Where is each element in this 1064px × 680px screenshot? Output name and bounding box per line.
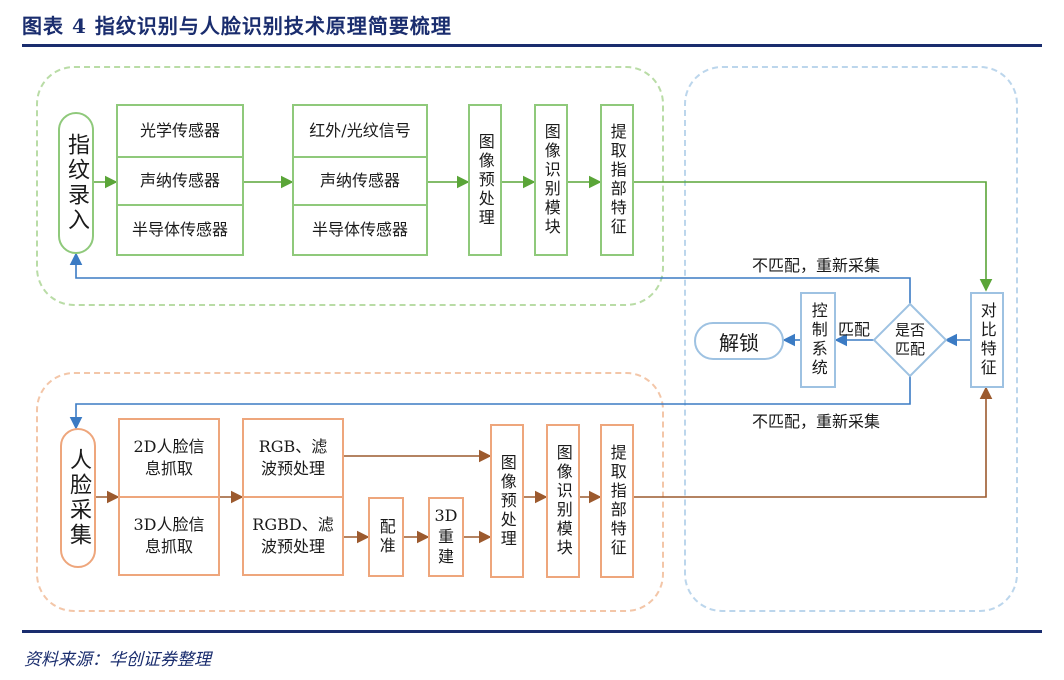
control-system: 控制系统 — [800, 292, 836, 388]
face-recognition: 图像识别模块 — [546, 424, 580, 578]
signal-sonar: 声纳传感器 — [294, 156, 426, 206]
fingerprint-input: 指纹录入 — [58, 112, 94, 254]
sensor-group: 光学传感器 声纳传感器 半导体传感器 — [116, 104, 244, 256]
face-rebuild: 3D重建 — [428, 497, 464, 577]
signal-semiconductor: 半导体传感器 — [311, 220, 408, 240]
mismatch-retry-bottom: 不匹配，重新采集 — [752, 412, 881, 431]
sensor-semiconductor: 半导体传感器 — [131, 220, 228, 240]
footer-rule — [22, 630, 1042, 633]
face-preprocess: 图像预处理 — [490, 424, 524, 578]
retry-fingerprint-line — [69, 252, 911, 306]
source-note: 资料来源：华创证券整理 — [24, 650, 211, 670]
face-extract: 提取指部特征 — [600, 424, 634, 578]
capture-group: 2D人脸信息抓取 3D人脸信息抓取 — [118, 418, 220, 576]
fingerprint-region — [36, 66, 664, 306]
fp-extract: 提取指部特征 — [600, 104, 634, 256]
signal-group: 红外/光纹信号 声纳传感器 半导体传感器 — [292, 104, 428, 256]
face-input: 人脸采集 — [60, 428, 96, 568]
unlock: 解锁 — [694, 322, 784, 360]
fp-preprocess: 图像预处理 — [468, 104, 502, 256]
face-align: 配准 — [368, 497, 404, 577]
capture-3d: 3D人脸信息抓取 — [133, 515, 205, 556]
filter-rgbd: RGBD、滤波预处理 — [252, 515, 334, 556]
fp-recognition: 图像识别模块 — [534, 104, 568, 256]
sensor-sonar: 声纳传感器 — [118, 156, 242, 206]
retry-face-line — [69, 374, 911, 430]
capture-2d: 2D人脸信息抓取 — [120, 420, 218, 498]
face-to-compare-line — [634, 386, 993, 498]
filter-group: RGB、滤波预处理 RGBD、滤波预处理 — [242, 418, 344, 576]
filter-rgb: RGB、滤波预处理 — [244, 420, 342, 498]
figure-title: 图表 4 指纹识别与人脸识别技术原理简要梳理 — [22, 14, 452, 38]
compare-features: 对比特征 — [970, 292, 1004, 388]
sensor-optical: 光学传感器 — [139, 121, 220, 141]
face-region — [36, 372, 664, 612]
signal-infrared: 红外/光纹信号 — [309, 121, 411, 141]
decision-region — [684, 66, 1018, 612]
match-label: 匹配 — [838, 320, 871, 339]
is-match-label: 是否匹配 — [894, 320, 925, 359]
mismatch-retry-top: 不匹配，重新采集 — [752, 256, 881, 275]
match-diamond — [872, 302, 948, 378]
title-rule — [22, 44, 1042, 47]
fp-to-compare-line — [634, 181, 993, 292]
